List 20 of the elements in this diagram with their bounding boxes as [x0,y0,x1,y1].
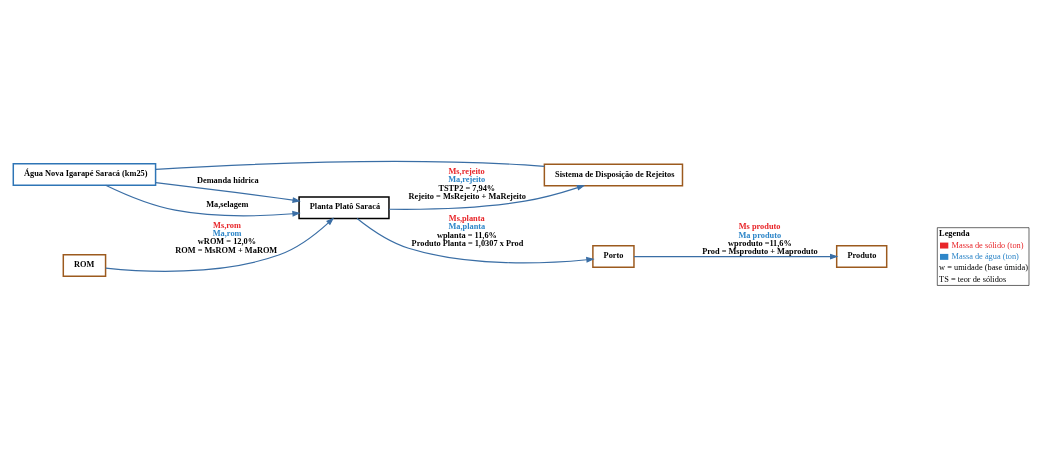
edge-label: Ms,rejeito [448,166,485,176]
edge-label: ROM = MsROM + MaROM [175,245,278,255]
edge-label: Ma,planta [448,221,486,231]
edge-label: TSTP2 = 7,94% [438,183,496,193]
edge-label: Ms produto [738,221,781,231]
edge-label: Ma,rejeito [448,174,486,184]
legend-label: Massa de água (ton) [951,251,1019,261]
label: TS = teor de sólidos [939,274,1007,284]
edge-label: Ma,selagem [206,199,249,209]
label: Legenda [939,228,970,238]
edge-label: Ma produto [738,230,782,240]
edge-label: Prod = Msproduto + Maproduto [702,246,818,256]
edge-label: Ms,rom [213,220,241,230]
edge-label: Ms,planta [448,213,485,223]
edge-label: Demanda hídrica [196,175,259,185]
label: w = umidade (base úmida) [939,262,1028,272]
edge-label: Rejeito = MsRejeito + MaRejeito [408,191,526,201]
edge-label: wplanta = 11,6% [436,230,497,240]
edge-label: Ma,rom [212,228,242,238]
legend-label: Massa de sólido (ton) [951,240,1024,250]
